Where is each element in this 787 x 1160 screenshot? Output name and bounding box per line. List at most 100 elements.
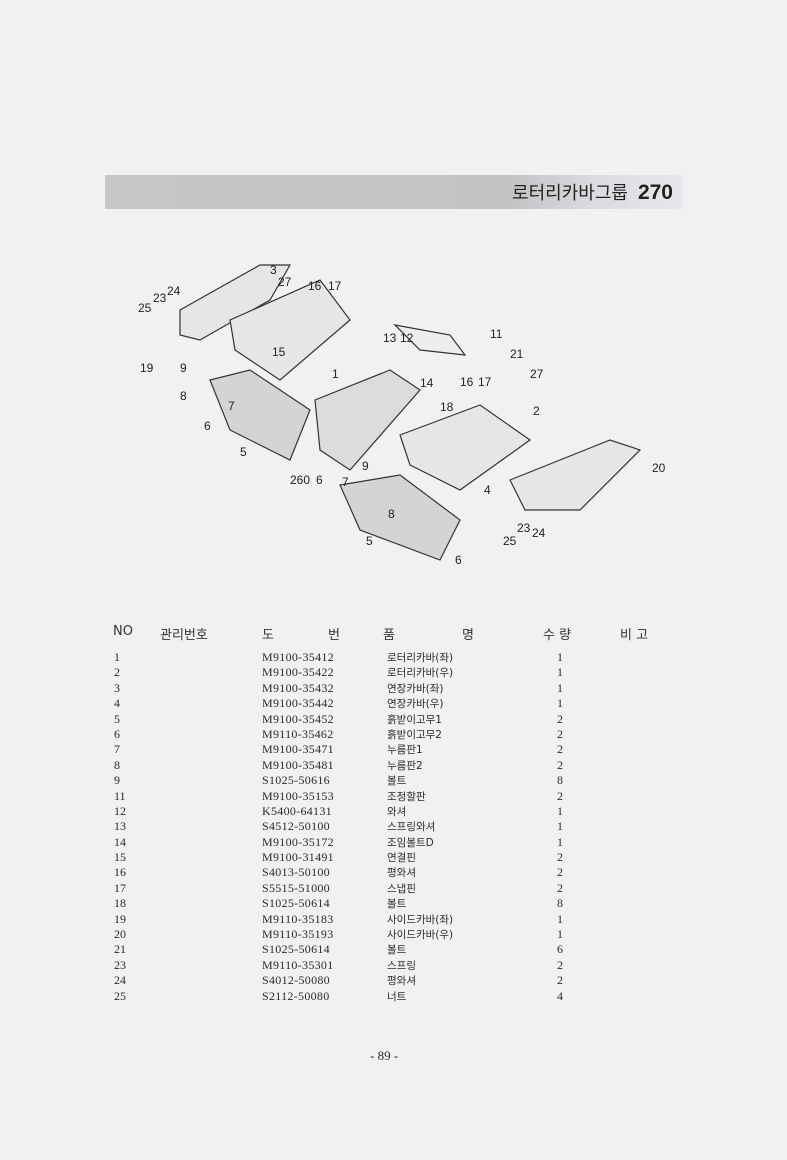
quantity: 2 <box>557 973 563 988</box>
item-no: 25 <box>114 988 126 1003</box>
group-title: 로터리카바그룹 <box>512 183 628 204</box>
callout-label: 27 <box>530 367 544 381</box>
part-number: M9110-35193 <box>262 927 334 942</box>
callout-label: 27 <box>278 275 292 289</box>
item-no: 11 <box>114 788 126 803</box>
part-number: S5515-51000 <box>262 880 330 895</box>
quantity: 2 <box>557 788 563 803</box>
adjust-plate <box>393 324 467 356</box>
col-header-no: NO <box>113 624 133 639</box>
item-no: 24 <box>114 973 126 988</box>
callout-label: 23 <box>517 521 531 535</box>
quantity: 1 <box>557 834 563 849</box>
callout-label: 21 <box>510 347 524 361</box>
part-number: M9110-35183 <box>262 911 334 926</box>
item-no: 9 <box>114 773 120 788</box>
quantity: 1 <box>557 680 563 695</box>
callout-label: 13 <box>383 331 397 345</box>
quantity: 8 <box>557 896 563 911</box>
mud-rubber-right <box>339 474 461 561</box>
item-no: 13 <box>114 819 126 834</box>
quantity: 1 <box>557 696 563 711</box>
quantity: 2 <box>557 850 563 865</box>
part-name: 볼트 <box>387 898 407 911</box>
part-name: 와셔 <box>387 805 407 818</box>
part-name: 너트 <box>387 990 407 1003</box>
callout-label: 8 <box>180 389 187 403</box>
group-number: 270 <box>637 181 673 204</box>
item-no: 15 <box>114 850 126 865</box>
quantity: 1 <box>557 911 563 926</box>
callout-label: 4 <box>484 483 491 497</box>
part-number: S1025-50614 <box>262 896 330 911</box>
table-row: 12 K5400-64131 와셔 1 <box>0 804 787 819</box>
part-name: 조정할판 <box>387 790 426 803</box>
part-name: 평와셔 <box>387 867 416 880</box>
side-cover-right <box>509 439 642 511</box>
quantity: 2 <box>557 711 563 726</box>
callout-label: 25 <box>503 534 517 548</box>
part-name: 흙받이고무1 <box>387 713 442 726</box>
part-number: M9100-35471 <box>262 742 334 757</box>
part-name: 볼트 <box>387 944 407 957</box>
callout-label: 23 <box>153 291 167 305</box>
col-header-qty: 수 량 <box>543 628 572 643</box>
center-frame <box>314 369 421 471</box>
callout-label: 8 <box>388 507 395 521</box>
col-header-mgmt: 관리번호 <box>160 628 208 643</box>
section-header-bar: 로터리카바그룹 270 <box>105 175 683 209</box>
part-number: M9100-31491 <box>262 850 334 865</box>
col-header-name-1: 품 <box>383 628 395 643</box>
item-no: 17 <box>114 880 126 895</box>
part-number: M9100-35442 <box>262 696 334 711</box>
quantity: 2 <box>557 865 563 880</box>
item-no: 12 <box>114 803 126 818</box>
quantity: 2 <box>557 880 563 895</box>
callout-label: 5 <box>366 534 373 548</box>
part-number: S4512-50100 <box>262 819 330 834</box>
table-row: 15 M9100-31491 연결핀 2 <box>0 850 787 865</box>
item-no: 7 <box>114 742 120 757</box>
callout-label: 9 <box>180 361 187 375</box>
item-no: 2 <box>114 665 120 680</box>
item-no: 23 <box>114 957 126 972</box>
part-name: 흙받이고무2 <box>387 728 442 741</box>
col-header-name-2: 명 <box>462 628 474 643</box>
callout-label: 24 <box>167 284 181 298</box>
item-no: 18 <box>114 896 126 911</box>
callout-label: 17 <box>478 375 492 389</box>
part-name: 연결핀 <box>387 852 416 865</box>
part-number: S4013-50100 <box>262 865 330 880</box>
part-number: M9100-35153 <box>262 788 334 803</box>
quantity: 6 <box>557 942 563 957</box>
quantity: 4 <box>557 988 563 1003</box>
item-no: 5 <box>114 711 120 726</box>
quantity: 2 <box>557 742 563 757</box>
part-name: 평와셔 <box>387 975 416 988</box>
table-row: 11 M9100-35153 조정할판 2 <box>0 789 787 804</box>
callout-label: 20 <box>652 461 666 475</box>
callout-label: 7 <box>228 399 235 413</box>
quantity: 1 <box>557 803 563 818</box>
quantity: 1 <box>557 819 563 834</box>
part-number: K5400-64131 <box>262 803 332 818</box>
callout-label: 24 <box>532 526 546 540</box>
part-number: M9110-35462 <box>262 726 334 741</box>
part-name: 로터리카바(우) <box>387 667 454 680</box>
callout-label: 6 <box>316 473 323 487</box>
col-header-drawing-2: 번 <box>328 628 340 643</box>
